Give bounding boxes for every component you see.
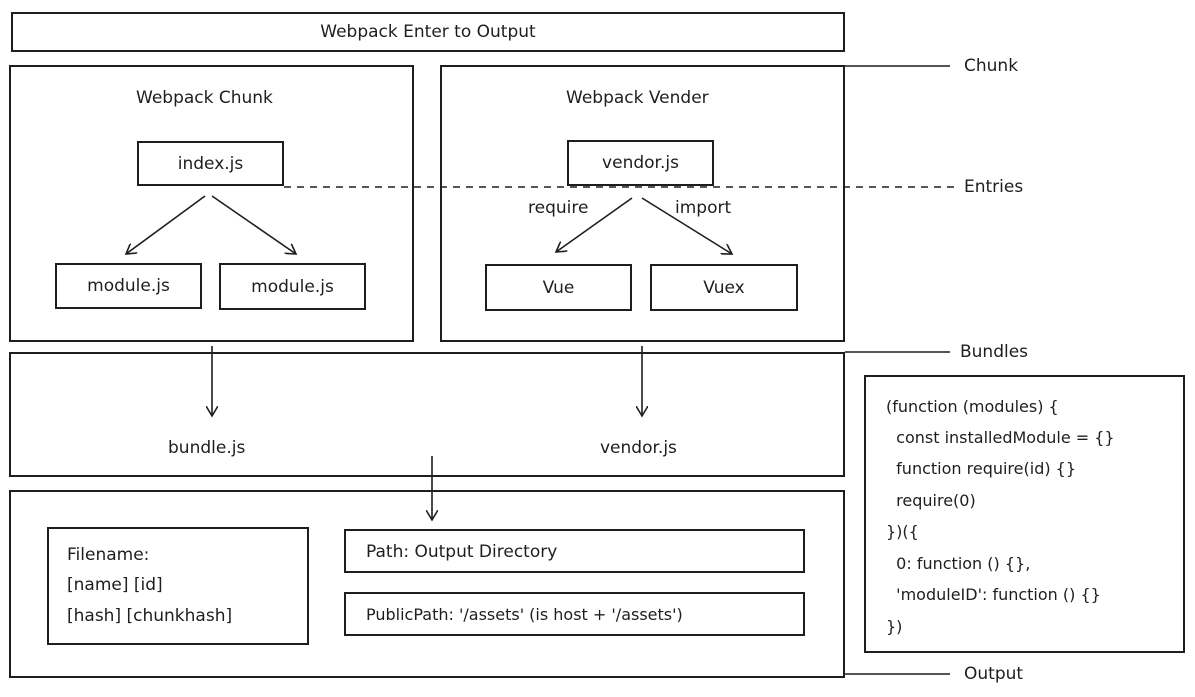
- output-box: [9, 490, 845, 678]
- module-js-label-1: module.js: [87, 276, 170, 296]
- output-label: Output: [964, 664, 1024, 684]
- vue-node: Vue: [485, 264, 632, 311]
- require-edge-label: require: [528, 198, 589, 218]
- filename-line-1: Filename:: [67, 545, 150, 565]
- code-line-8: }): [886, 617, 903, 636]
- webpack-chunk-box: [9, 65, 414, 342]
- diagram-title: Webpack Enter to Output: [320, 22, 536, 42]
- public-path-label: PublicPath: '/assets' (is host + '/asset…: [366, 605, 683, 624]
- public-path-box: PublicPath: '/assets' (is host + '/asset…: [344, 592, 805, 636]
- vendor-bundle-label: vendor.js: [600, 438, 677, 458]
- vendor-js-node: vendor.js: [567, 140, 714, 186]
- code-line-5: })({: [886, 522, 919, 541]
- module-js-node-2: module.js: [219, 263, 366, 310]
- webpack-vender-box: [440, 65, 845, 342]
- code-line-3: function require(id) {}: [886, 459, 1077, 478]
- vue-label: Vue: [542, 277, 575, 298]
- code-line-1: (function (modules) {: [886, 397, 1059, 416]
- filename-box: Filename: [name] [id] [hash] [chunkhash]: [47, 527, 309, 645]
- filename-line-3: [hash] [chunkhash]: [67, 606, 233, 626]
- title-box: Webpack Enter to Output: [11, 12, 845, 52]
- code-line-4: require(0): [886, 491, 976, 510]
- webpack-chunk-title: Webpack Chunk: [136, 88, 273, 108]
- bundle-js-label: bundle.js: [168, 438, 246, 458]
- path-label: Path: Output Directory: [366, 542, 558, 562]
- module-js-label-2: module.js: [251, 276, 334, 297]
- vendor-js-label: vendor.js: [602, 153, 679, 173]
- index-js-label: index.js: [177, 153, 244, 174]
- bundles-box: [9, 352, 845, 477]
- vuex-label: Vuex: [703, 277, 745, 298]
- code-line-6: 0: function () {},: [886, 554, 1031, 573]
- entries-label: Entries: [964, 177, 1024, 197]
- chunk-label: Chunk: [964, 56, 1019, 76]
- vuex-node: Vuex: [650, 264, 798, 311]
- webpack-vender-title: Webpack Vender: [566, 88, 709, 108]
- import-edge-label: import: [675, 198, 732, 218]
- index-js-node: index.js: [137, 141, 284, 186]
- module-js-node-1: module.js: [55, 263, 202, 309]
- code-line-7: 'moduleID': function () {}: [886, 585, 1101, 604]
- filename-line-2: [name] [id]: [67, 575, 163, 595]
- path-box: Path: Output Directory: [344, 529, 805, 573]
- bundle-code-box: (function (modules) { const installedMod…: [864, 375, 1185, 653]
- bundles-label: Bundles: [960, 342, 1029, 362]
- code-line-2: const installedModule = {}: [886, 428, 1115, 447]
